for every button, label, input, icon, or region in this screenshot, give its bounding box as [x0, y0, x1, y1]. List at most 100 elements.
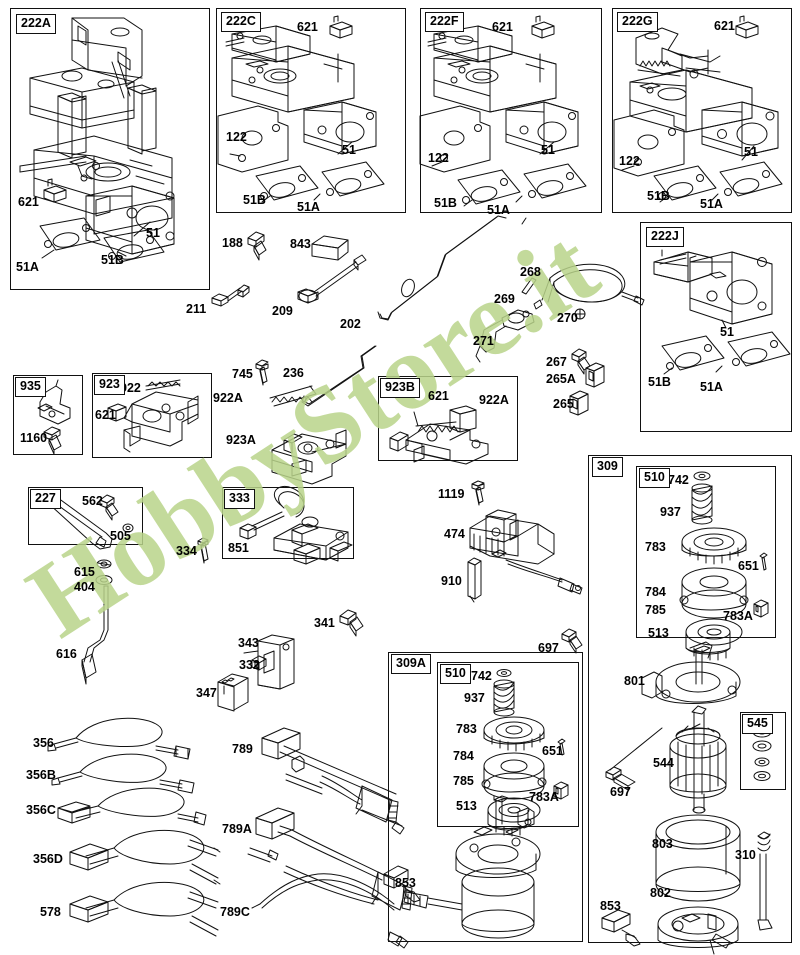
callout-309-697: 697: [610, 785, 631, 799]
callout-309-801: 801: [624, 674, 645, 688]
callout-789: 789: [232, 742, 253, 756]
callout-843: 843: [290, 237, 311, 251]
group-label-222C: 222C: [221, 12, 261, 32]
callout-510b-785: 785: [453, 774, 474, 788]
callout-356C: 356C: [26, 803, 56, 817]
callout-578: 578: [40, 905, 61, 919]
group-label-222A: 222A: [16, 14, 56, 34]
group-label-510-309: 510: [639, 468, 670, 488]
group-label-510-309A: 510: [440, 664, 471, 684]
callout-222G-621: 621: [714, 19, 735, 33]
callout-188: 188: [222, 236, 243, 250]
callout-923B-922A: 922A: [479, 393, 509, 407]
callout-510b-937: 937: [464, 691, 485, 705]
callout-923A: 923A: [226, 433, 256, 447]
callout-309-853: 853: [600, 899, 621, 913]
callout-222J-51: 51: [720, 325, 734, 339]
callout-222F-51: 51: [541, 143, 555, 157]
callout-510-783: 783: [645, 540, 666, 554]
callout-356: 356: [33, 736, 54, 750]
callout-222C-621: 621: [297, 20, 318, 34]
callout-222A-621: 621: [18, 195, 39, 209]
callout-474: 474: [444, 527, 465, 541]
callout-332: 332: [239, 658, 260, 672]
callout-341: 341: [314, 616, 335, 630]
callout-1119: 1119: [438, 487, 465, 501]
group-box-222C: [216, 8, 406, 213]
callout-923-922: 922: [120, 381, 141, 395]
callout-510-937: 937: [660, 505, 681, 519]
group-box-222J: [640, 222, 792, 432]
callout-309A-853: 853: [395, 876, 416, 890]
callout-222C-51A: 51A: [297, 200, 320, 214]
group-label-545: 545: [742, 714, 773, 734]
callout-333-851: 851: [228, 541, 249, 555]
callout-222G-51A: 51A: [700, 197, 723, 211]
callout-222A-51: 51: [146, 226, 160, 240]
callout-222C-122: 122: [226, 130, 247, 144]
callout-510b-783: 783: [456, 722, 477, 736]
callout-265A: 265A: [546, 372, 576, 386]
callout-789C: 789C: [220, 905, 250, 919]
callout-510b-651: 651: [542, 744, 563, 758]
callout-270: 270: [557, 311, 578, 325]
callout-510b-784: 784: [453, 749, 474, 763]
callout-222G-122: 122: [619, 154, 640, 168]
group-label-222G: 222G: [617, 12, 658, 32]
callout-922A: 922A: [213, 391, 243, 405]
group-box-222F: [420, 8, 602, 213]
callout-236: 236: [283, 366, 304, 380]
callout-222F-51B: 51B: [434, 196, 457, 210]
callout-268: 268: [520, 265, 541, 279]
group-box-923: [92, 373, 212, 458]
callout-616: 616: [56, 647, 77, 661]
callout-343: 343: [238, 636, 259, 650]
callout-265: 265: [553, 397, 574, 411]
group-box-545: [740, 712, 786, 790]
callout-222J-51A: 51A: [700, 380, 723, 394]
callout-227-505: 505: [110, 529, 131, 543]
group-box-222G: [612, 8, 792, 213]
group-label-309A: 309A: [391, 654, 431, 674]
callout-923-621: 621: [95, 408, 116, 422]
callout-271: 271: [473, 334, 494, 348]
callout-309-802: 802: [650, 886, 671, 900]
callout-222F-51A: 51A: [487, 203, 510, 217]
callout-222G-51: 51: [744, 145, 758, 159]
callout-222F-122: 122: [428, 151, 449, 165]
group-label-309: 309: [592, 457, 623, 477]
group-label-222F: 222F: [425, 12, 464, 32]
callout-510-784: 784: [645, 585, 666, 599]
callout-923B-621: 621: [428, 389, 449, 403]
group-label-333: 333: [224, 489, 255, 509]
group-box-935: [13, 375, 83, 455]
callout-222G-51B: 51B: [647, 189, 670, 203]
callout-697: 697: [538, 641, 559, 655]
callout-222J-51B: 51B: [648, 375, 671, 389]
callout-269: 269: [494, 292, 515, 306]
callout-309-310: 310: [735, 848, 756, 862]
callout-510-651: 651: [738, 559, 759, 573]
callout-347: 347: [196, 686, 217, 700]
callout-510b-513: 513: [456, 799, 477, 813]
callout-510b-742: 742: [471, 669, 492, 683]
callout-789A: 789A: [222, 822, 252, 836]
callout-222F-621: 621: [492, 20, 513, 34]
callout-510-742: 742: [668, 473, 689, 487]
callout-222A-51B: 51B: [101, 253, 124, 267]
callout-404: 404: [74, 580, 95, 594]
group-label-935: 935: [15, 377, 46, 397]
callout-211: 211: [186, 302, 207, 316]
callout-910: 910: [441, 574, 462, 588]
callout-510-785: 785: [645, 603, 666, 617]
callout-202: 202: [340, 317, 361, 331]
callout-334: 334: [176, 544, 197, 558]
callout-222C-51B: 51B: [243, 193, 266, 207]
callout-615: 615: [74, 565, 95, 579]
group-label-923B: 923B: [380, 378, 420, 398]
callout-209: 209: [272, 304, 293, 318]
callout-267: 267: [546, 355, 567, 369]
callout-356D: 356D: [33, 852, 63, 866]
callout-510-513: 513: [648, 626, 669, 640]
